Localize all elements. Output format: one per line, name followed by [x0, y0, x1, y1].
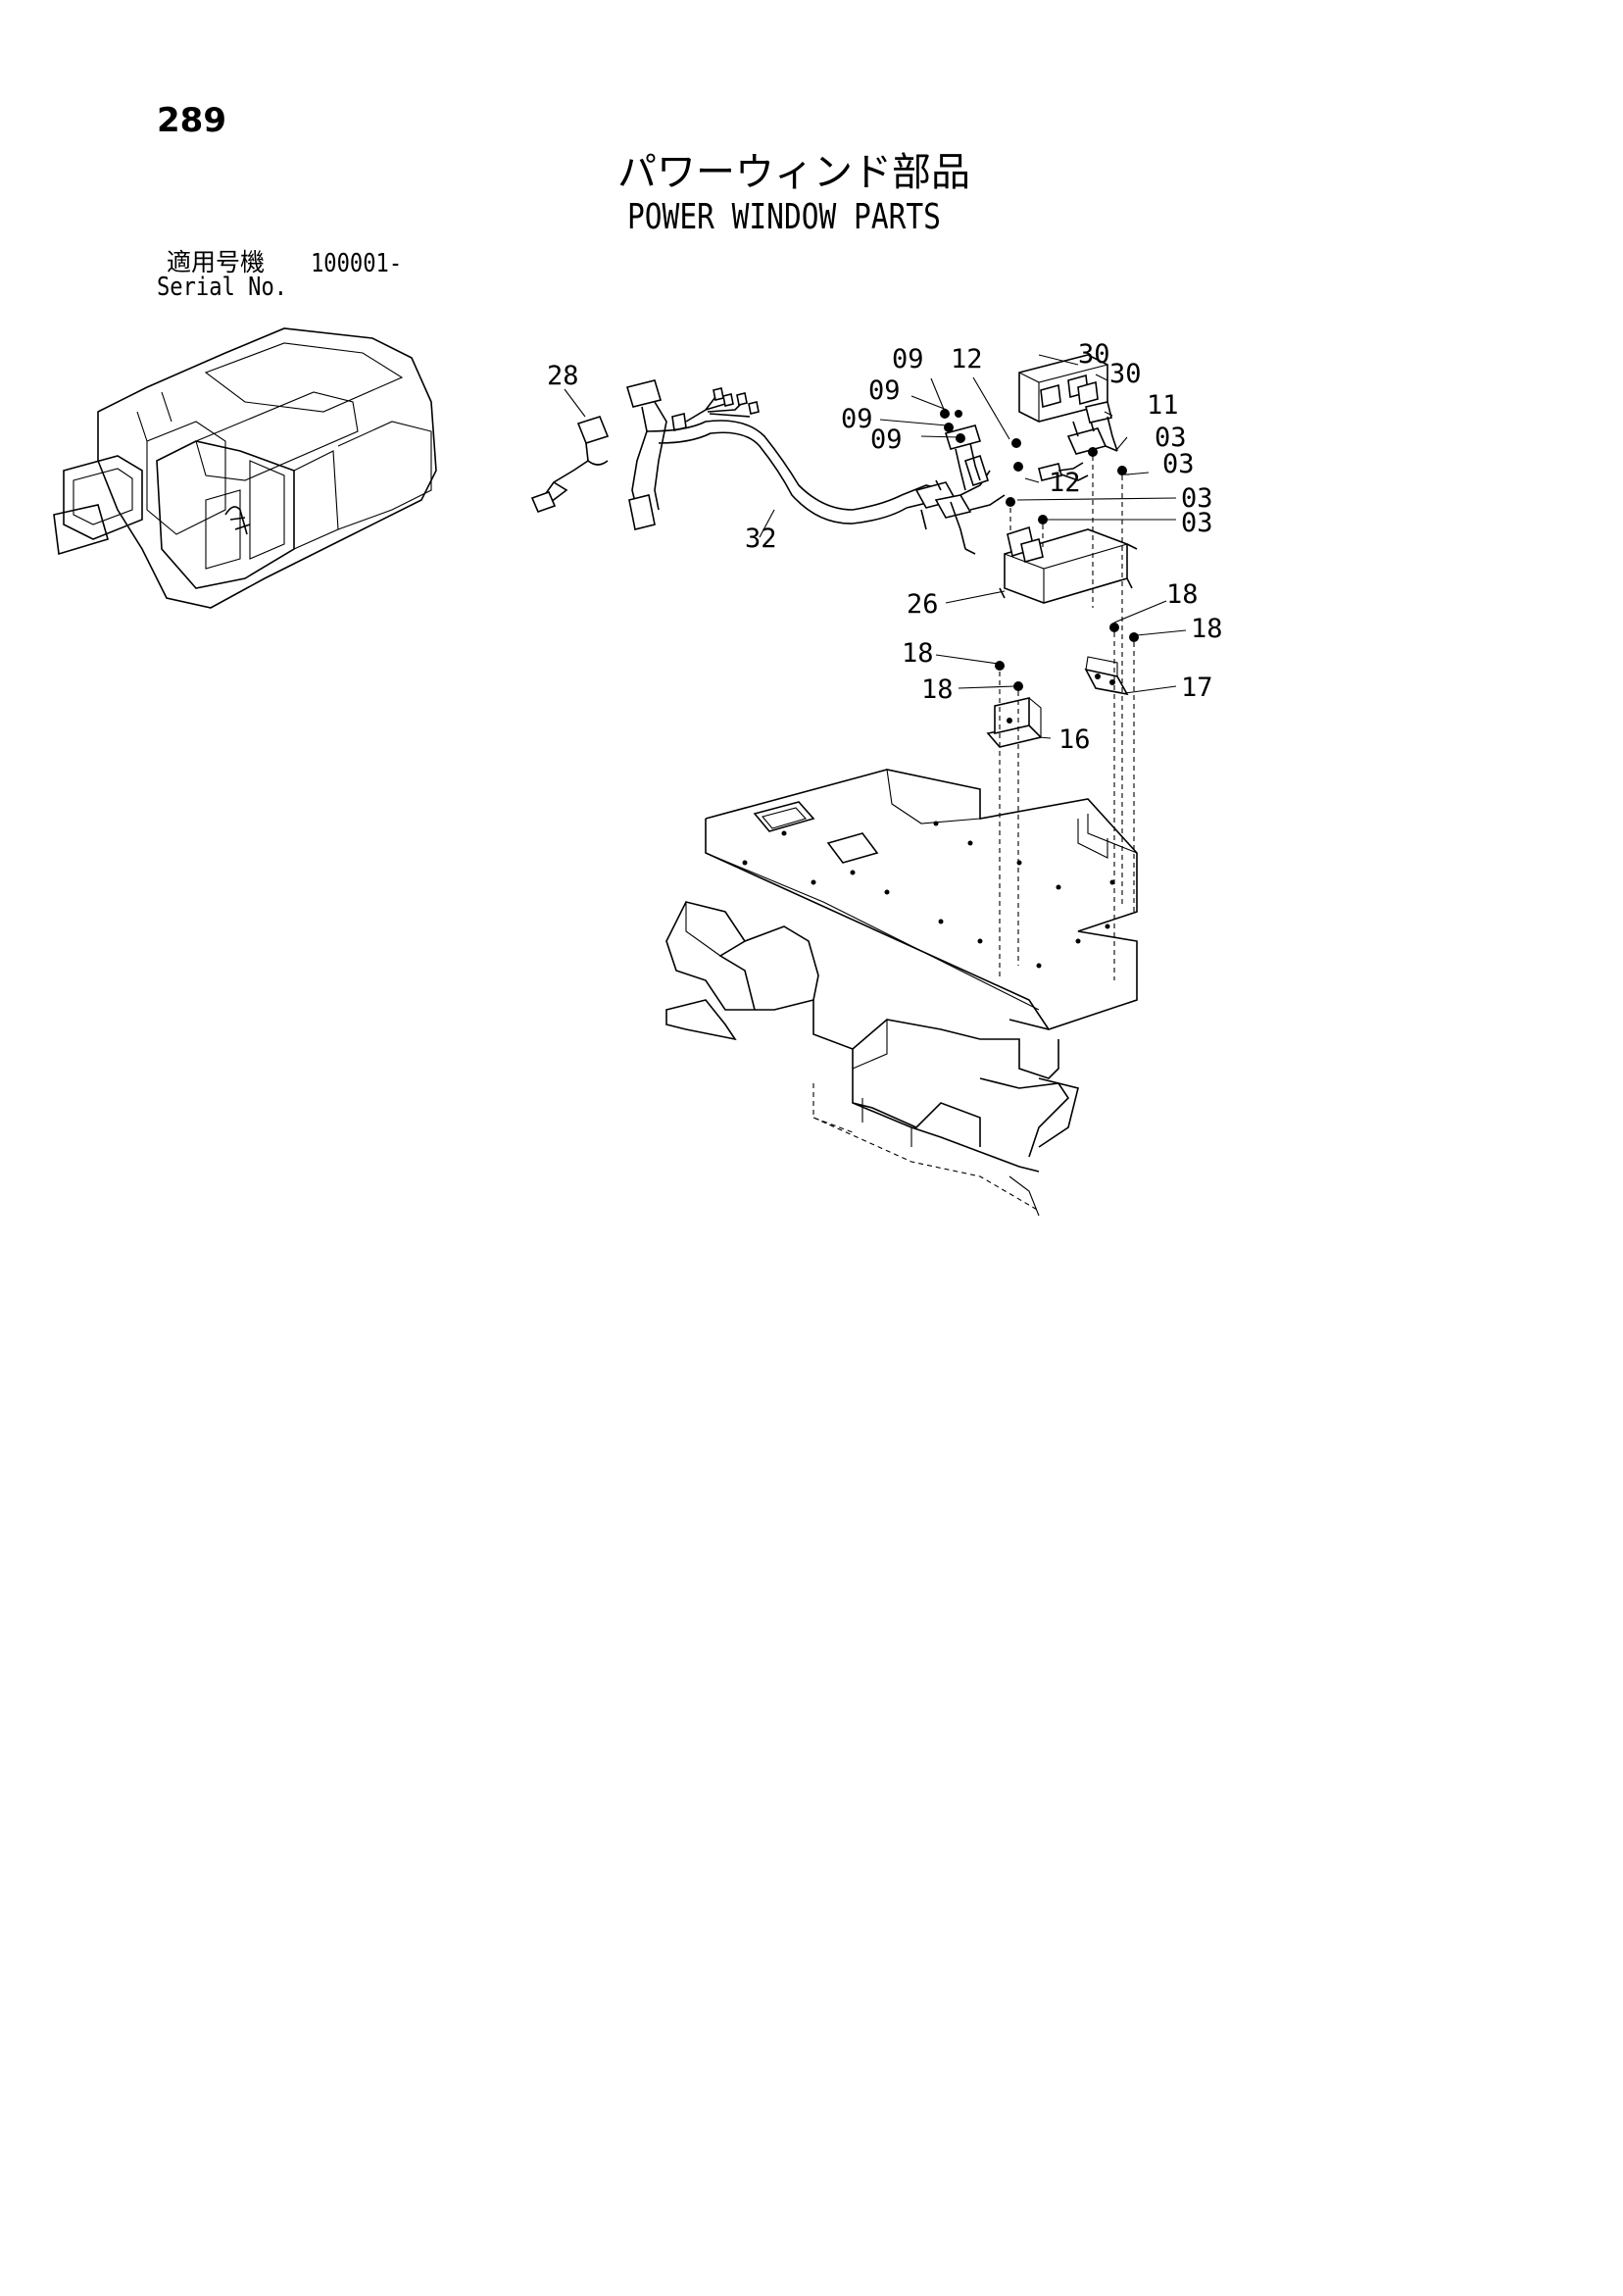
callout-09-top: 09 — [892, 344, 924, 374]
callout-11: 11 — [1147, 390, 1179, 421]
callout-28: 28 — [547, 361, 579, 391]
callout-18-left-upper: 18 — [902, 638, 934, 669]
assembly-lines — [999, 456, 1135, 980]
bracket-17 — [1084, 656, 1129, 696]
switch-cluster — [944, 354, 1118, 491]
callout-30-upper: 30 — [1078, 339, 1110, 370]
bracket-16 — [986, 696, 1043, 748]
callout-12-lower: 12 — [1049, 468, 1081, 498]
callout-labels: 28 32 09 12 30 30 09 09 09 11 03 03 12 0… — [547, 339, 1223, 755]
title-english: POWER WINDOW PARTS — [627, 197, 941, 237]
callout-09-third: 09 — [841, 404, 873, 434]
serial-label-japanese: 適用号機 — [167, 248, 266, 276]
callout-12-top: 12 — [951, 344, 983, 374]
callout-16: 16 — [1058, 724, 1091, 755]
callout-18-left-lower: 18 — [921, 674, 954, 705]
serial-number-range: 100001- — [311, 249, 403, 278]
callout-03-third: 03 — [1181, 483, 1213, 514]
harness-32 — [625, 379, 1006, 555]
callout-09-fourth: 09 — [870, 424, 903, 455]
callout-03-second: 03 — [1162, 449, 1195, 479]
callout-26: 26 — [907, 589, 939, 620]
page-number: 289 — [157, 101, 226, 140]
callout-03-first: 03 — [1155, 423, 1187, 453]
harness-28 — [530, 416, 610, 514]
serial-label-english: Serial No. — [157, 273, 288, 302]
callout-09-second: 09 — [868, 375, 901, 406]
callout-18-right-lower: 18 — [1191, 614, 1223, 644]
callout-30-lower: 30 — [1109, 359, 1142, 389]
fasteners — [940, 409, 1139, 691]
callout-17: 17 — [1181, 673, 1213, 703]
callout-03-fourth: 03 — [1181, 508, 1213, 538]
callout-32: 32 — [745, 524, 777, 554]
machine-thumbnail — [53, 327, 437, 609]
control-unit-26 — [999, 525, 1138, 604]
callout-18-right-upper: 18 — [1166, 579, 1199, 610]
leader-lines — [564, 354, 1187, 739]
title-japanese: パワーウィンド部品 — [617, 150, 970, 195]
floor-frame — [665, 769, 1138, 1217]
